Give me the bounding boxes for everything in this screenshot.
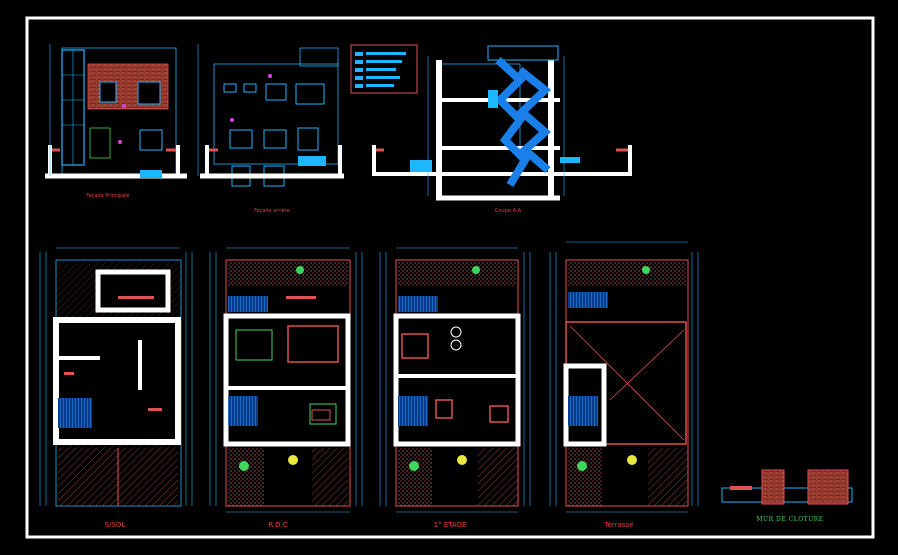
- plan-rdc: [223, 259, 351, 507]
- label-coupe: Coupe A-A: [495, 208, 521, 214]
- label-etage: 1° ETAGE: [433, 521, 467, 529]
- legend-box: [350, 44, 418, 94]
- plan-terrasse: [563, 259, 689, 507]
- label-facade-principale: Façade Principale: [86, 193, 130, 199]
- label-terrasse: Terrasse: [604, 521, 634, 529]
- label-rdc: R.D.C: [268, 521, 288, 529]
- facade-principale: [45, 47, 187, 179]
- coupe-section: [372, 45, 632, 201]
- drawing-frame: [25, 16, 875, 539]
- plan-sous-sol: [53, 259, 182, 507]
- label-sous-sol: S/SOL: [104, 521, 126, 529]
- label-facade-arriere: Façade arrière: [254, 208, 290, 214]
- label-mur-cloture: MUR DE CLOTURE: [756, 516, 824, 523]
- plan-etage: [393, 259, 521, 507]
- dimension-lines: [39, 44, 699, 513]
- mur-cloture: [721, 469, 853, 505]
- facade-arriere: [200, 47, 344, 187]
